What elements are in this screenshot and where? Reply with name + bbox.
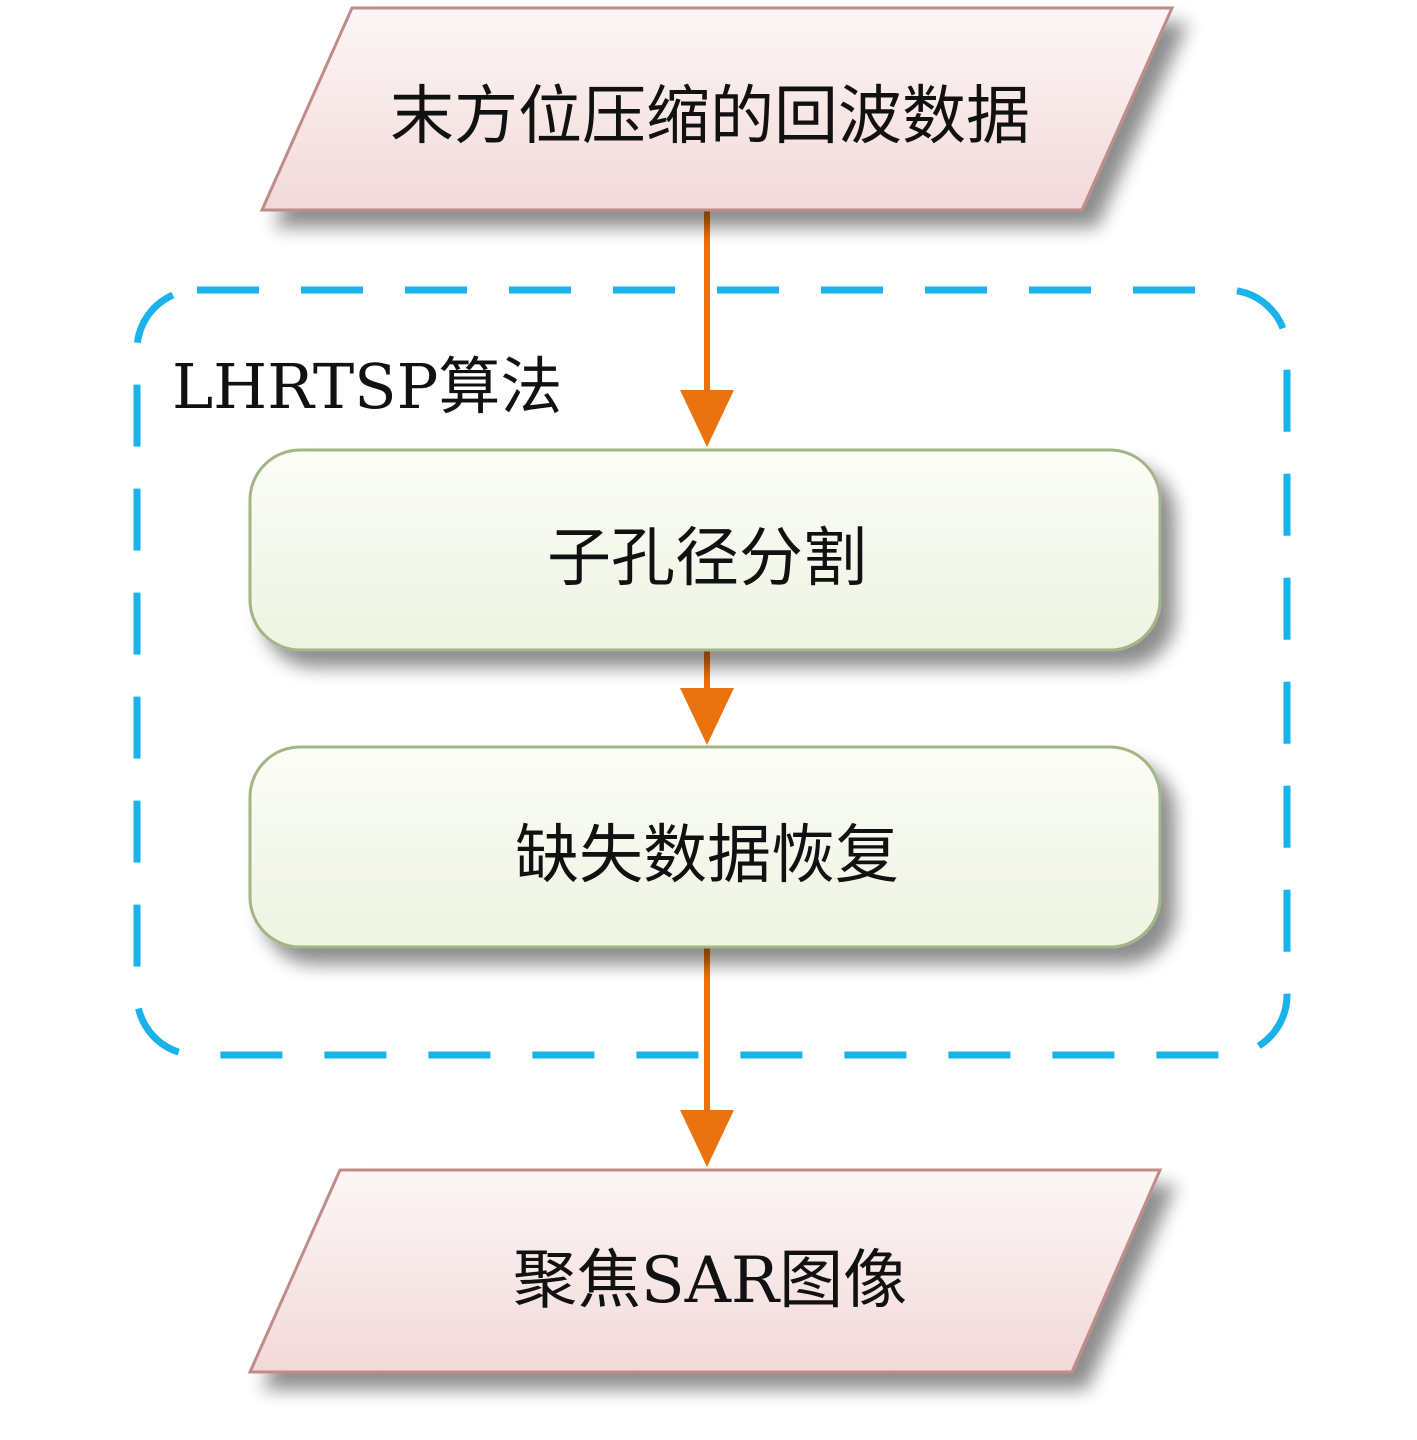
focused-sar-image-shape (247, 1168, 1163, 1374)
input-data-shape (259, 6, 1175, 212)
arrowhead-subaperture-to-recovery (680, 688, 734, 745)
subaperture-split-node: 子孔径分割 (248, 448, 1162, 652)
focused-sar-image-node: 聚焦SAR图像 (247, 1168, 1163, 1374)
subaperture-split-shape (248, 448, 1162, 652)
missing-data-recovery-shape (248, 745, 1162, 949)
missing-data-recovery-label: 缺失数据恢复 (515, 819, 899, 893)
input-data-label: 末方位压缩的回波数据 (390, 80, 1030, 154)
arrowhead-input-to-subaperture (680, 390, 734, 447)
input-data-node: 末方位压缩的回波数据 (259, 6, 1175, 212)
focused-sar-image-label: 聚焦SAR图像 (513, 1244, 907, 1318)
subaperture-split-label: 子孔径分割 (547, 522, 867, 596)
algorithm-group-label: LHRTSP算法 (172, 350, 562, 423)
missing-data-recovery-node: 缺失数据恢复 (248, 745, 1162, 949)
connectors (680, 207, 734, 1167)
arrowhead-recovery-to-output (680, 1110, 734, 1167)
